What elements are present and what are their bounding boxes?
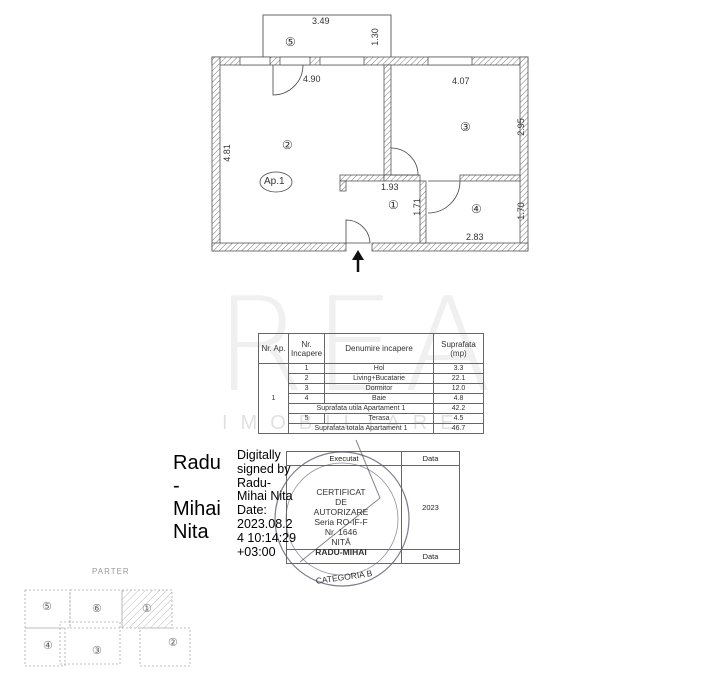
cell-name: Dormitor (324, 383, 434, 394)
signature-table: Executat Data 2023 Data (286, 451, 460, 564)
table-row: 3 Dormitor 12.0 (259, 383, 484, 394)
table-row: Suprafata utila Apartament 1 42.2 (259, 403, 484, 414)
key-marker: ⑥ (92, 603, 102, 615)
outer-walls (211, 56, 529, 252)
signature-line: Mihai Nita (237, 489, 293, 504)
signature-line: 4 10:14:29 (237, 530, 297, 545)
key-marker: ④ (43, 640, 53, 652)
cell-nr: 5 (287, 413, 326, 424)
key-plan (24, 589, 191, 667)
signature-line: Digitally (237, 448, 281, 462)
apartment-label: Ap.1 (264, 176, 285, 187)
dim-terrace-width: 3.49 (312, 16, 330, 26)
dim-terrace-height: 1.30 (369, 28, 380, 46)
header-nr-ap: Nr. Ap. (258, 333, 289, 364)
cell-executat: Executat (286, 451, 402, 466)
signature-line: 2023.08.2 (237, 516, 293, 531)
table-row: 5 Terasa 4.5 (259, 413, 484, 424)
header-suprafata: Suprafata (mp) (433, 333, 484, 364)
key-marker: ⑤ (42, 601, 52, 613)
table-row: Suprafata totala Apartament 1 46.7 (259, 423, 484, 434)
interior-walls (339, 64, 521, 244)
cell-area: 22.1 (433, 373, 484, 384)
signer-name-line: Radu (173, 452, 221, 474)
cell-util-area: 42.2 (433, 403, 484, 414)
stamp-line: CERTIFICAT (316, 487, 366, 497)
dim-living-width: 4.90 (303, 74, 321, 84)
stamp-line: DE (335, 497, 347, 507)
cell-apartment-nr: 1 (258, 363, 289, 434)
dim-hall-width: 1.93 (381, 182, 399, 192)
signature-line: Date: (237, 503, 267, 518)
header-denumire: Denumire incapere (324, 333, 434, 364)
stamp-line: Nr. 1646 (324, 527, 358, 537)
room-marker-bedroom: ③ (460, 120, 471, 134)
room-marker-terrace: ⑤ (285, 35, 296, 49)
room-marker-living: ② (282, 138, 293, 152)
signer-name-line: Nita (173, 521, 209, 543)
cell-name: Baie (324, 393, 434, 404)
dim-hall-height: 1.71 (411, 198, 422, 216)
key-marker: ① (142, 603, 152, 615)
cell-nr: 4 (287, 393, 326, 404)
cell-area: 4.5 (433, 413, 484, 424)
cell-util-label: Suprafata utila Apartament 1 (288, 403, 434, 414)
cell-name: Terasa (324, 413, 434, 424)
dim-bedroom-width: 4.07 (452, 76, 470, 86)
signature-details: Digitally signed by Radu- Mihai Nita Dat… (237, 448, 297, 559)
stamp-line: NITĂ (331, 537, 351, 547)
key-marker: ③ (92, 645, 102, 657)
stamp-text: CERTIFICAT DE AUTORIZARE Seria RO-IF-F N… (305, 487, 377, 557)
key-plan-title: PARTER (92, 567, 130, 576)
signature-line: Radu- (237, 475, 272, 490)
table-row: 1 1 Hol 3.3 (258, 363, 484, 434)
cell-total-label: Suprafata totala Apartament 1 (288, 423, 434, 434)
table-row: 2 Living+Bucatarie 22.1 (259, 373, 484, 384)
dim-bath-width: 2.83 (466, 232, 484, 242)
table-row: 4 Baie 4.8 (259, 393, 484, 404)
signer-name: Radu - Mihai Nita (173, 452, 221, 544)
cell-name: Living+Bucatarie (324, 373, 434, 384)
room-marker-bath: ④ (471, 202, 482, 216)
cell-area: 3.3 (433, 363, 484, 374)
door-swings (272, 64, 461, 244)
cell-nr: 1 (287, 363, 326, 374)
dim-bedroom-height: 2.95 (515, 118, 526, 136)
apartment-label-ellipse (259, 171, 293, 193)
cell-year: 2023 (401, 465, 460, 550)
cell-data-label-2: Data (401, 549, 460, 564)
room-marker-hall: ① (388, 198, 399, 212)
signature-line: signed by (237, 461, 291, 476)
cell-nr: 2 (287, 373, 326, 384)
cell-data-label-1: Data (401, 451, 460, 466)
dim-living-height: 4.81 (221, 144, 232, 162)
dim-bath-height: 1.70 (515, 202, 526, 220)
cell-area: 4.8 (433, 393, 484, 404)
signer-name-line: - (173, 475, 180, 497)
cell-area: 12.0 (433, 383, 484, 394)
cell-name: Hol (324, 363, 434, 374)
cell-total-area: 46.7 (433, 423, 484, 434)
stamp-line: Seria RO-IF-F (314, 517, 368, 527)
key-marker: ② (168, 637, 178, 649)
signer-name-line: Mihai (173, 498, 221, 520)
signature-line: +03:00 (237, 544, 276, 559)
stamp-line: AUTORIZARE (313, 507, 369, 517)
cell-stamp-area (286, 465, 402, 550)
header-nr-incapere: Nr. Incapere (287, 333, 326, 364)
cell-nr: 3 (287, 383, 326, 394)
rooms-table: Nr. Ap. Nr. Incapere Denumire incapere S… (258, 333, 484, 434)
stamp-line: RADU-MIHAI (315, 547, 367, 557)
entrance-arrow-icon (352, 250, 364, 272)
